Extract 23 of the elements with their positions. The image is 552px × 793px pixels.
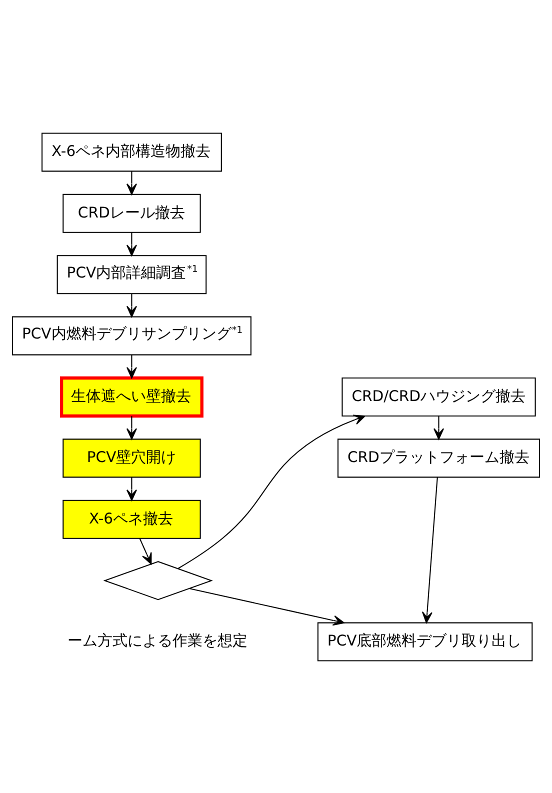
arrow — [189, 588, 344, 626]
arrow — [422, 476, 438, 623]
arrow — [126, 354, 137, 378]
node-box: 生体遮へい壁撤去 — [60, 376, 204, 418]
node-box: X-6ペネ撤去 — [62, 499, 201, 538]
node-box: PCV底部燃料デブリ取り出し — [317, 622, 533, 661]
arrow — [126, 416, 137, 440]
arrow — [433, 416, 444, 440]
arrow — [178, 414, 366, 568]
arrow — [126, 293, 137, 317]
node-box: CRDレール撤去 — [62, 193, 201, 232]
arrow — [126, 232, 137, 256]
node-box: X-6ペネ内部構造物撤去 — [42, 132, 222, 172]
node-diamond — [103, 560, 213, 600]
arrow — [139, 538, 152, 564]
node-box: PCV内部詳細調査$^{*1}$ — [56, 254, 207, 294]
node-box: PCV壁穴開け — [62, 438, 201, 478]
label: ーム方式による作業を想定 — [67, 632, 248, 650]
node-box: CRD/CRDハウジング撤去 — [342, 376, 536, 416]
arrow — [126, 170, 137, 194]
node-box: CRDプラットフォーム撤去 — [337, 438, 540, 478]
arrow — [126, 476, 137, 500]
node-box: PCV内燃料デブリサンプリング$^{*1}$ — [12, 316, 252, 355]
